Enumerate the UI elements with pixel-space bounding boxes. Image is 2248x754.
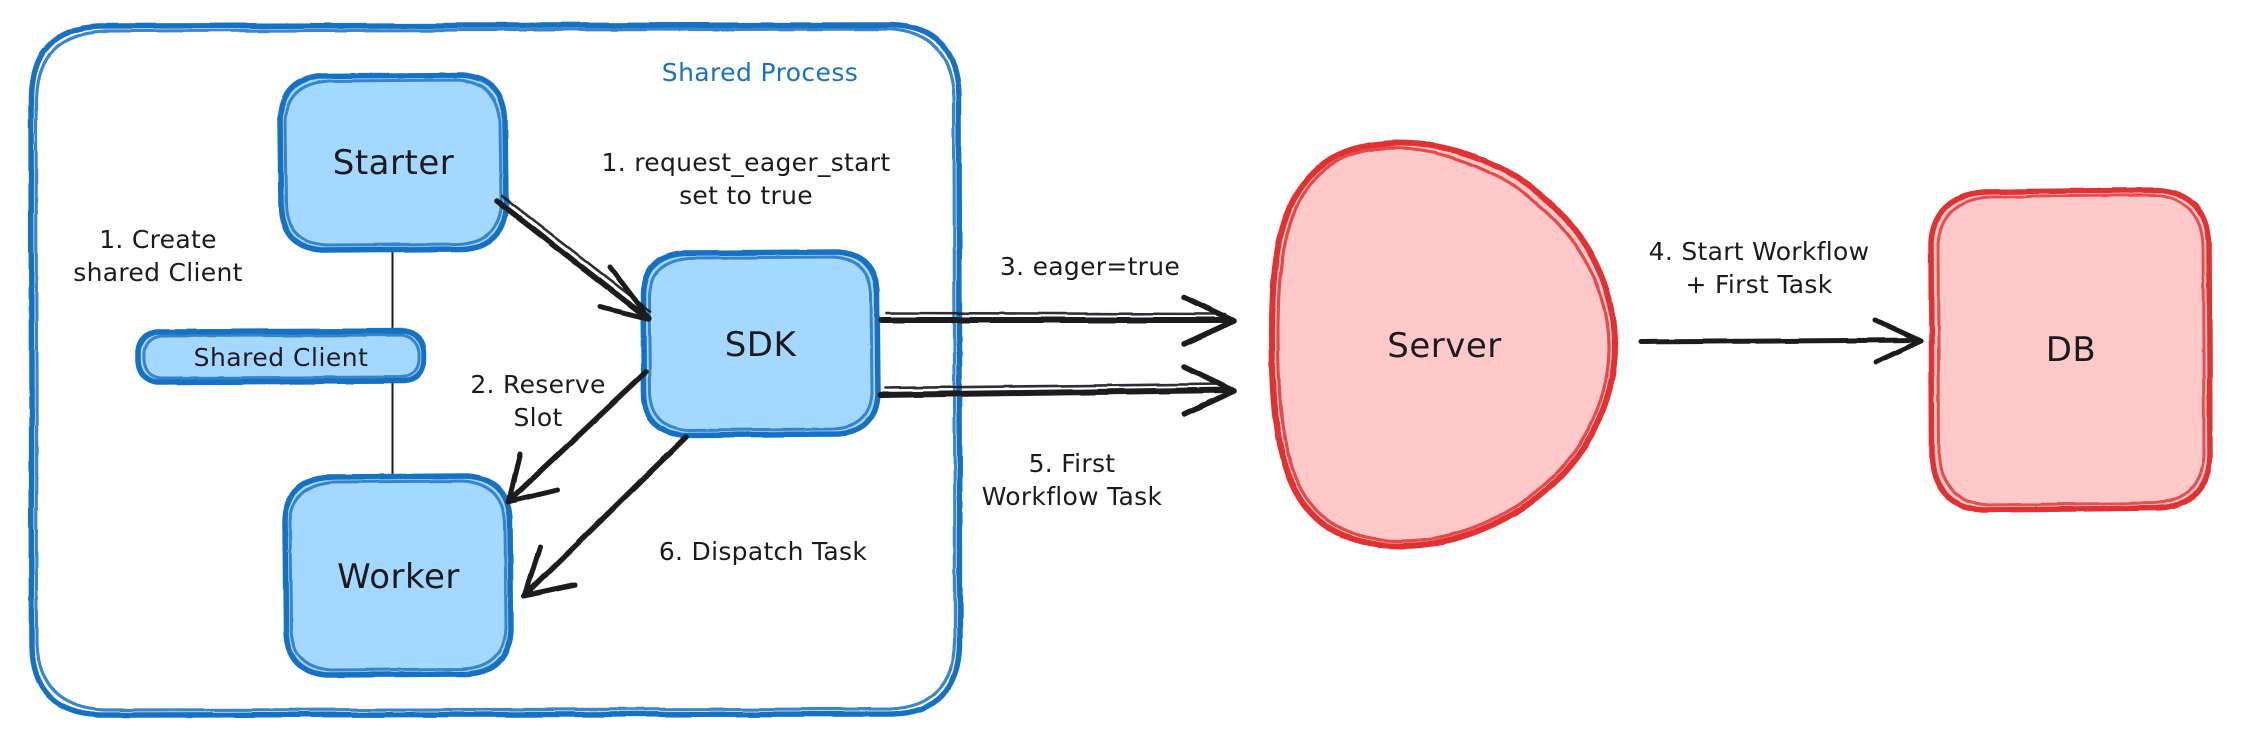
node-shared-client[interactable] [135,328,427,385]
arrow-first-workflow-task [878,364,1237,417]
shared-process-container [28,22,963,718]
arrow-request-eager-start [494,194,652,322]
node-db[interactable] [1928,187,2213,513]
edge-create-shared-client-line [389,247,396,481]
arrow-eager-true [878,294,1237,347]
node-worker[interactable] [282,473,514,678]
node-server[interactable] [1268,140,1619,550]
arrow-reserve-slot [505,369,649,505]
node-sdk[interactable] [640,249,881,438]
arrow-start-workflow [1638,317,1924,365]
node-starter[interactable] [277,72,509,253]
arrow-dispatch-task [521,434,689,599]
